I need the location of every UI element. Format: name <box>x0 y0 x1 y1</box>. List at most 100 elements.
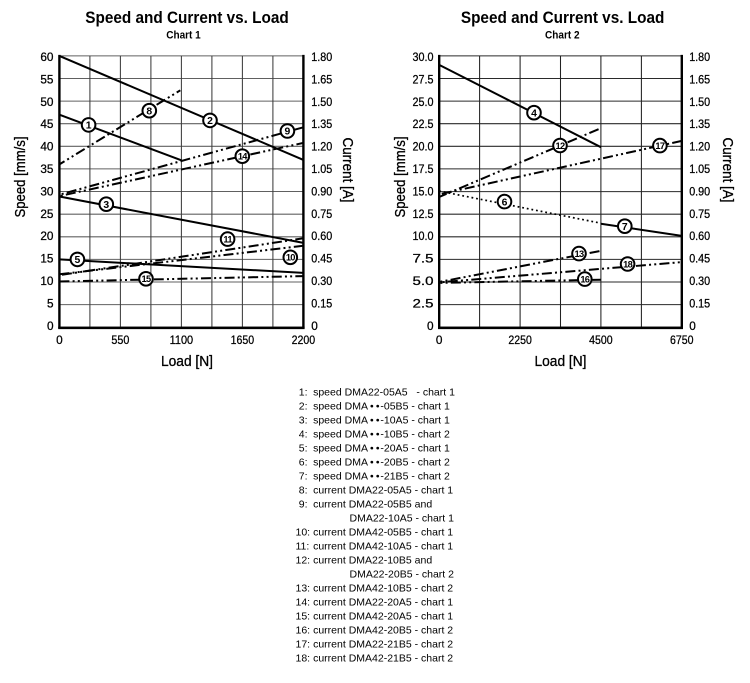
svg-text:1.50: 1.50 <box>311 95 332 109</box>
svg-text:current DMA22-05B5 and: current DMA22-05B5 and <box>313 499 432 511</box>
svg-text:0.15: 0.15 <box>311 296 332 310</box>
svg-text:speed DMA22-05A5 - chart 1: speed DMA22-05A5 - chart 1 <box>313 387 455 399</box>
svg-text:0: 0 <box>427 319 434 333</box>
svg-text:1.65: 1.65 <box>311 72 332 86</box>
svg-text:6: 6 <box>502 197 508 208</box>
svg-text:3: 3 <box>103 200 109 211</box>
svg-text:10: 10 <box>286 253 295 263</box>
svg-text:5: 5 <box>75 255 81 266</box>
svg-text:current DMA22-21B5 - chart 2: current DMA22-21B5 - chart 2 <box>313 638 453 650</box>
svg-text:20.0: 20.0 <box>413 140 434 154</box>
svg-text:17:: 17: <box>296 638 311 650</box>
svg-text:0.45: 0.45 <box>311 252 332 266</box>
svg-text:550: 550 <box>111 333 129 347</box>
svg-text:25.0: 25.0 <box>413 95 434 109</box>
svg-text:16: 16 <box>580 275 589 285</box>
svg-text:1: 1 <box>86 121 92 132</box>
svg-text:Chart 2: Chart 2 <box>545 30 580 42</box>
svg-text:22.5: 22.5 <box>413 117 434 131</box>
svg-text:40: 40 <box>40 140 54 154</box>
svg-text:20: 20 <box>40 229 54 243</box>
svg-text:14:: 14: <box>296 596 311 608</box>
svg-text:5.0: 5.0 <box>413 274 435 288</box>
svg-text:DMA22-10A5 - chart 1: DMA22-10A5 - chart 1 <box>350 513 455 525</box>
svg-text:0.60: 0.60 <box>689 229 710 243</box>
svg-text:2250: 2250 <box>508 333 532 347</box>
svg-text:Speed and Current vs. Load: Speed and Current vs. Load <box>461 9 665 27</box>
svg-text:6750: 6750 <box>670 333 694 347</box>
svg-text:Current [A]: Current [A] <box>719 138 735 203</box>
svg-text:Current [A]: Current [A] <box>339 138 355 203</box>
svg-text:0.90: 0.90 <box>311 184 332 198</box>
svg-text:1100: 1100 <box>170 333 194 347</box>
svg-text:11: 11 <box>223 234 232 244</box>
svg-text:55: 55 <box>40 72 54 86</box>
svg-text:1.65: 1.65 <box>689 72 710 86</box>
svg-text:0: 0 <box>436 333 443 347</box>
svg-text:6:: 6: <box>299 457 308 469</box>
svg-text:1:: 1: <box>299 387 308 399</box>
svg-text:DMA22-20B5 - chart 2: DMA22-20B5 - chart 2 <box>350 568 455 580</box>
svg-text:current DMA22-20A5 - chart 1: current DMA22-20A5 - chart 1 <box>313 596 453 608</box>
svg-text:0.75: 0.75 <box>689 207 710 221</box>
svg-text:30.0: 30.0 <box>413 50 434 64</box>
svg-text:Load [N]: Load [N] <box>535 354 587 370</box>
svg-text:2.5: 2.5 <box>413 296 435 310</box>
svg-text:8:: 8: <box>299 485 308 497</box>
svg-text:1.20: 1.20 <box>311 140 332 154</box>
svg-text:27.5: 27.5 <box>413 72 434 86</box>
svg-text:15: 15 <box>142 274 151 284</box>
svg-text:10: 10 <box>40 274 54 288</box>
svg-text:current DMA42-20A5 - chart 1: current DMA42-20A5 - chart 1 <box>313 610 453 622</box>
svg-text:2: 2 <box>207 116 213 127</box>
svg-text:16:: 16: <box>296 624 311 636</box>
svg-text:0.75: 0.75 <box>311 207 332 221</box>
svg-text:9: 9 <box>285 127 291 138</box>
svg-text:50: 50 <box>40 95 54 109</box>
svg-text:1.80: 1.80 <box>311 50 332 64</box>
svg-text:Chart 1: Chart 1 <box>166 30 201 42</box>
svg-text:4500: 4500 <box>589 333 613 347</box>
svg-text:13:: 13: <box>296 582 311 594</box>
svg-text:12: 12 <box>556 141 565 151</box>
svg-text:1.35: 1.35 <box>689 117 710 131</box>
svg-text:1.05: 1.05 <box>689 162 710 176</box>
svg-text:13: 13 <box>575 249 584 259</box>
svg-text:current DMA42-20B5 - chart 2: current DMA42-20B5 - chart 2 <box>313 624 453 636</box>
svg-text:0: 0 <box>311 319 318 333</box>
svg-text:5: 5 <box>47 296 54 310</box>
svg-text:12:: 12: <box>296 555 311 567</box>
svg-text:0.60: 0.60 <box>311 229 332 243</box>
svg-text:speed DMA • • -20A5 - chart 1: speed DMA • • -20A5 - chart 1 <box>313 443 450 455</box>
svg-text:2:: 2: <box>299 401 308 413</box>
svg-text:18:: 18: <box>296 652 311 664</box>
svg-text:4:: 4: <box>299 429 308 441</box>
svg-text:9:: 9: <box>299 499 308 511</box>
svg-text:current DMA42-05B5 - chart 1: current DMA42-05B5 - chart 1 <box>313 527 453 539</box>
svg-text:0.30: 0.30 <box>311 274 332 288</box>
svg-text:1.20: 1.20 <box>689 140 710 154</box>
svg-text:30: 30 <box>40 184 54 198</box>
svg-text:17: 17 <box>655 141 664 151</box>
svg-text:15:: 15: <box>296 610 311 622</box>
svg-text:Load [N]: Load [N] <box>161 354 213 370</box>
svg-text:current DMA22-05A5 - chart 1: current DMA22-05A5 - chart 1 <box>313 485 453 497</box>
svg-text:4: 4 <box>531 108 537 119</box>
svg-text:7.5: 7.5 <box>413 252 435 266</box>
svg-text:14: 14 <box>238 152 248 162</box>
svg-text:speed DMA • • -21B5 - chart 2: speed DMA • • -21B5 - chart 2 <box>313 471 450 483</box>
svg-text:current DMA22-10B5 and: current DMA22-10B5 and <box>313 555 432 567</box>
svg-text:3:: 3: <box>299 415 308 427</box>
svg-text:11:: 11: <box>296 541 310 553</box>
svg-text:8: 8 <box>146 106 152 117</box>
svg-text:45: 45 <box>40 117 54 131</box>
svg-text:1650: 1650 <box>231 333 255 347</box>
svg-text:60: 60 <box>40 50 54 64</box>
svg-text:0: 0 <box>689 319 696 333</box>
svg-text:speed DMA • • -05B5 - chart 1: speed DMA • • -05B5 - chart 1 <box>313 401 450 413</box>
svg-text:0.15: 0.15 <box>689 296 710 310</box>
svg-text:7:: 7: <box>299 471 308 483</box>
svg-text:15: 15 <box>40 252 54 266</box>
svg-text:1.80: 1.80 <box>689 50 710 64</box>
svg-text:1.05: 1.05 <box>311 162 332 176</box>
